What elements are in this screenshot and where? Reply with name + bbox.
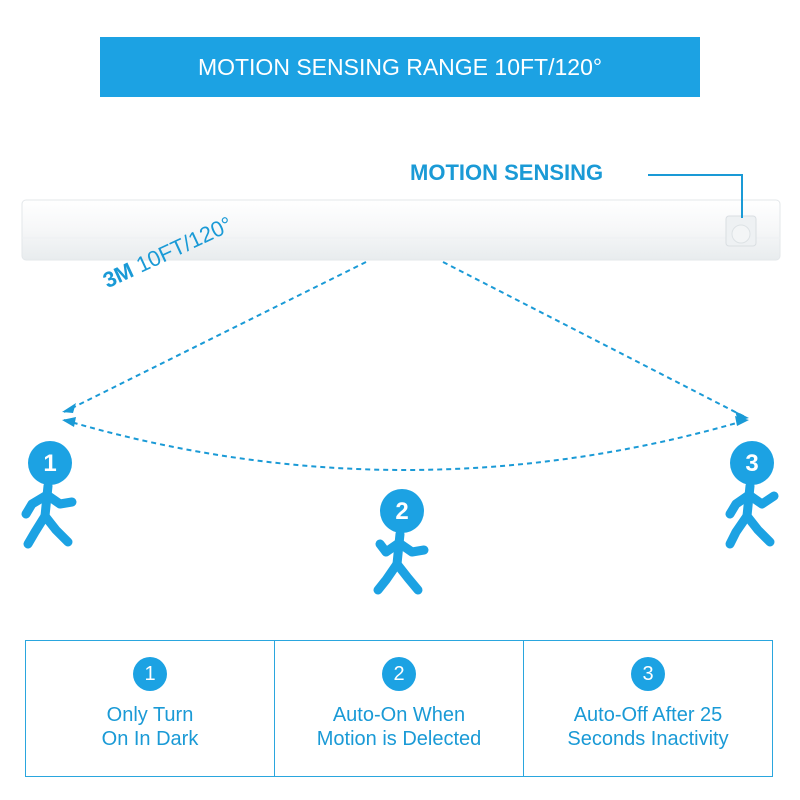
range-line-left <box>63 261 367 413</box>
sensor-leader-line <box>648 174 743 218</box>
feature-boxes: 1 Only Turn On In Dark 2 Auto-On When Mo… <box>25 640 773 777</box>
figure-2-number: 2 <box>395 498 408 525</box>
arrowhead-left-arc <box>62 417 76 427</box>
feature-2-number-badge: 2 <box>382 657 416 691</box>
feature-3-text: Auto-Off After 25 Seconds Inactivity <box>567 703 728 751</box>
feature-1-line1: Only Turn <box>106 704 194 726</box>
arrowhead-left <box>62 403 76 413</box>
banner-title: MOTION SENSING RANGE 10FT/120° <box>197 53 603 80</box>
feature-box-1: 1 Only Turn On In Dark <box>26 641 274 776</box>
title-banner: MOTION SENSING RANGE 10FT/120° <box>100 37 700 97</box>
figure-3-number: 3 <box>745 450 758 477</box>
range-line-right <box>442 261 748 419</box>
feature-3-line1: Auto-Off After 25 <box>573 704 723 726</box>
feature-box-3: 3 Auto-Off After 25 Seconds Inactivity <box>523 641 772 776</box>
walking-person-icon: 1 <box>21 441 77 549</box>
feature-2-text: Auto-On When Motion is Delected <box>317 703 482 751</box>
feature-box-2: 2 Auto-On When Motion is Delected <box>274 641 523 776</box>
feature-1-text: Only Turn On In Dark <box>102 703 199 751</box>
motion-sensing-label: MOTION SENSING <box>410 160 604 185</box>
arrowhead-right-arc <box>735 416 749 426</box>
feature-2-line1: Auto-On When <box>332 704 466 726</box>
walking-person-icon: 3 <box>725 441 779 549</box>
feature-3-number-badge: 3 <box>631 657 665 691</box>
range-arc <box>63 419 748 471</box>
feature-1-number-badge: 1 <box>133 657 167 691</box>
feature-1-line2: On In Dark <box>101 728 199 750</box>
sensor-window <box>725 215 757 247</box>
feature-3-line2: Seconds Inactivity <box>567 728 729 750</box>
figure-1-number: 1 <box>43 450 56 477</box>
walking-person-1: 1 <box>20 438 80 552</box>
walking-person-2: 2 <box>372 486 432 600</box>
light-bar <box>21 199 781 261</box>
walking-person-3: 3 <box>722 438 782 552</box>
feature-2-line2: Motion is Delected <box>316 728 482 750</box>
walking-person-icon: 2 <box>373 489 429 595</box>
